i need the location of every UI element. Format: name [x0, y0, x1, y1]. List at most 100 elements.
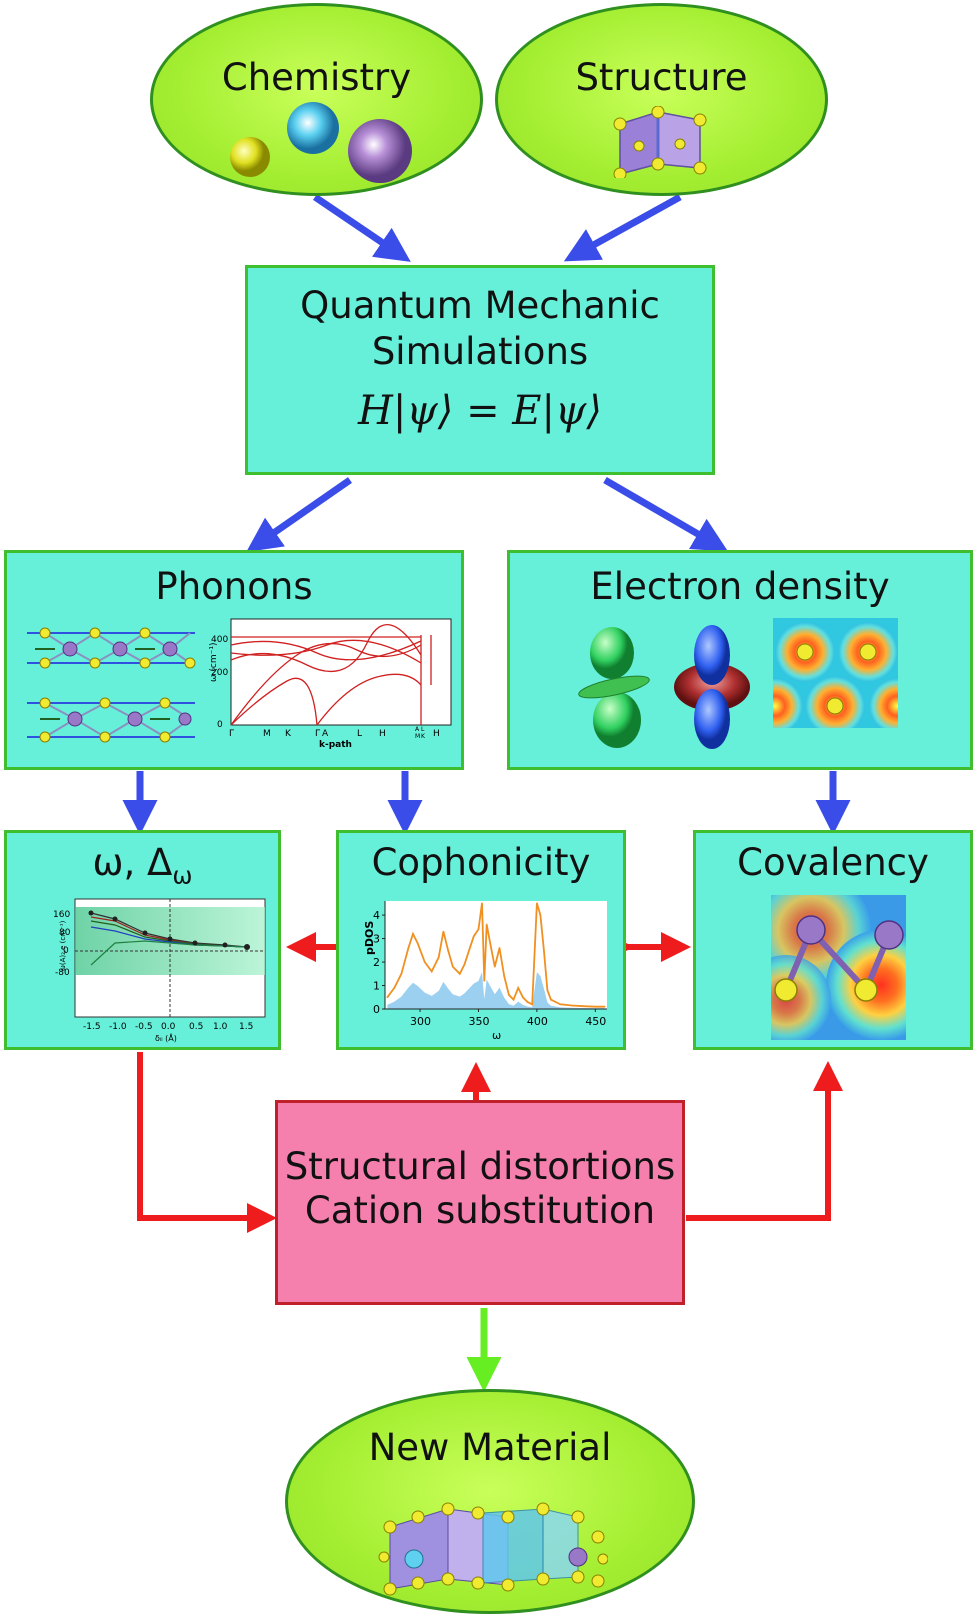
phonon-xtick-3: Γ: [315, 729, 320, 739]
distortions-line1: Structural distortions: [284, 1145, 676, 1188]
pdos-point: [483, 980, 486, 982]
phonon-xlabel: k-path: [319, 740, 352, 750]
pdos-point: [485, 923, 488, 926]
pdos-point: [430, 970, 433, 973]
distortions-line2: Cation substitution: [304, 1189, 656, 1232]
pdos-point: [477, 928, 480, 930]
pdos-point: [494, 965, 496, 968]
new-material-node: New Material: [285, 1389, 695, 1614]
pdos-point: [489, 942, 491, 945]
phonon-xtick-8: L: [421, 726, 425, 733]
phonon-xtick-2: K: [285, 729, 292, 739]
pdos-xtick-label: 350: [468, 1015, 489, 1028]
pdos-point: [407, 947, 410, 949]
phonon-dispersion-plot: ω (cm⁻¹) 0 200 400 Γ M K Γ A L H: [209, 618, 452, 750]
phonon-mode-structure-icon: [27, 627, 196, 743]
cophonicity-node: Cophonicity 0 1 2 3 4 300 350 400 450 ω pDOS: [336, 830, 626, 1050]
arrow-qm-to-phonons: [246, 477, 352, 552]
pdos-ylabel: pDOS: [363, 921, 376, 955]
phonons-label: Phonons: [155, 565, 313, 608]
pdos-point: [508, 994, 510, 996]
pdos-point: [512, 998, 515, 1001]
omega-node: ω, Δω ω(A)₂,e (cm⁻¹) 160 80 0 -80: [4, 830, 281, 1050]
phonon-xtick-10: K: [421, 733, 426, 740]
omega-ytick-1: 80: [59, 928, 71, 938]
pdos-point: [458, 972, 461, 975]
omega-plot-xlabel: δₗₗ (Å): [155, 1032, 177, 1043]
pdos-point: [503, 975, 505, 977]
pdos-point: [522, 996, 524, 999]
arrow-distortions-to-covalency: [686, 1061, 843, 1221]
phonon-ylabel: ω (cm⁻¹): [209, 643, 219, 683]
pdos-point: [437, 956, 440, 959]
pdos-point: [582, 1005, 585, 1007]
omega-xtick-1: -1.0: [109, 1022, 127, 1032]
electron-density-label: Electron density: [590, 565, 890, 608]
pdos-xtick-label: 400: [527, 1015, 548, 1028]
pdos-xlabel: ω: [492, 1029, 501, 1042]
pdos-point: [412, 933, 414, 935]
omega-xtick-3: 0.0: [161, 1022, 176, 1032]
omega-xtick-5: 1.0: [213, 1022, 228, 1032]
pdos-point: [571, 1004, 573, 1007]
phonon-xtick-9: M: [415, 733, 420, 740]
pdos-point: [451, 965, 454, 968]
pdos-ytick-label: 2: [373, 956, 380, 969]
pdos-point: [559, 1003, 562, 1006]
new-material-label: New Material: [368, 1426, 612, 1469]
pdos-point: [393, 987, 396, 989]
omega-ytick-3: -80: [55, 968, 70, 978]
omega-xtick-0: -1.5: [83, 1022, 101, 1032]
phonon-xtick-0: Γ: [229, 729, 234, 739]
omega-xtick-4: 0.5: [189, 1022, 203, 1032]
pdos-ytick-label: 1: [373, 980, 380, 993]
schrodinger-equation: H|ψ⟩ = E|ψ⟩: [358, 388, 602, 434]
phonons-node: Phonons ω (cm⁻¹) 0 200 400: [4, 550, 464, 770]
arrow-omega-to-distortions: [137, 1052, 277, 1233]
cophonicity-label: Cophonicity: [371, 841, 591, 884]
omega-label-sub: ω: [172, 861, 193, 890]
phonon-xtick-5: L: [357, 729, 362, 739]
pdos-point: [442, 930, 445, 933]
distortions-node: Structural distortions Cation substituti…: [275, 1100, 685, 1305]
phonon-ytick-1: 200: [211, 668, 228, 678]
omega-ytick-2: 0: [63, 946, 69, 956]
pdos-point: [554, 1001, 557, 1003]
phonon-xtick-6: H: [379, 729, 386, 739]
pdos-point: [386, 996, 389, 999]
arrow-chemistry-to-qm: [313, 194, 411, 262]
structure-label: Structure: [575, 56, 748, 99]
orbital-lobes-icon: [578, 625, 750, 749]
pdos-point: [594, 1005, 597, 1008]
pdos-point: [546, 989, 549, 992]
phonon-xtick-4: A: [322, 729, 329, 739]
pdos-ytick-label: 0: [373, 1003, 380, 1016]
omega-label-main: ω, Δ: [92, 841, 173, 884]
phonon-ytick-0: 0: [217, 720, 223, 730]
phonon-xtick-7: A: [415, 726, 420, 733]
omega-plot-ylabel: ω(A)₂,e (cm⁻¹): [59, 920, 67, 971]
pdos-xtick-label: 450: [585, 1015, 606, 1028]
omega-label: ω, Δω: [7, 841, 278, 889]
pdos-shaded-area: [387, 972, 605, 1009]
pdos-xtick-label: 300: [410, 1015, 431, 1028]
pdos-point: [447, 949, 449, 952]
qm-title-line2: Simulations: [371, 330, 589, 373]
covalency-density-map: [771, 895, 906, 1040]
covalency-node: Covalency: [693, 830, 973, 1050]
pdos-point: [416, 942, 419, 945]
pdos-ytick-label: 3: [373, 933, 380, 946]
structure-node: Structure: [495, 3, 828, 196]
electron-density-node: Electron density: [507, 550, 973, 770]
pdos-point: [517, 987, 519, 989]
pdos-point: [468, 949, 470, 952]
pdos-ytick-label: 4: [373, 909, 380, 922]
pdos-point: [550, 998, 552, 1001]
omega-ytick-0: 160: [53, 910, 70, 920]
pdos-chart: 0 1 2 3 4 300 350 400 450 ω pDOS: [363, 901, 607, 1042]
phonon-xtick-11: H: [433, 729, 440, 739]
phonon-xtick-1: M: [263, 729, 271, 739]
omega-xtick-2: -0.5: [135, 1022, 153, 1032]
pdos-point: [463, 963, 466, 966]
